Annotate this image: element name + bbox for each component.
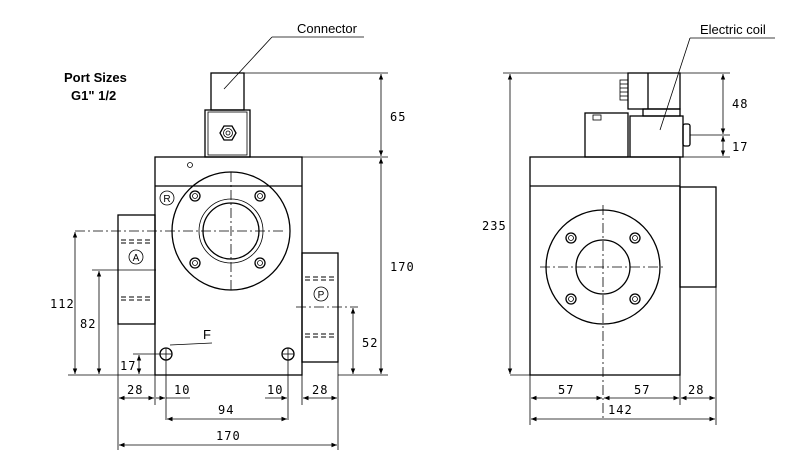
- dim-10-right: 10: [267, 383, 283, 397]
- dim-142: 142: [608, 403, 633, 417]
- electric-coil: [629, 115, 684, 158]
- port-sizes-title: Port Sizes: [64, 70, 127, 85]
- port-sizes-value: G1" 1/2: [71, 88, 116, 103]
- port-a-marker: [128, 249, 144, 265]
- side-view-dimensions: 48 17 235 57 57 28 142: [482, 72, 748, 425]
- coil-nut: [682, 123, 691, 147]
- port-p-marker: [313, 286, 329, 302]
- dim-28-right: 28: [312, 383, 328, 397]
- port-a-label: A: [133, 253, 140, 264]
- dim-112: 112: [50, 297, 75, 311]
- dim-57-left: 57: [558, 383, 574, 397]
- port-a-block: [117, 214, 156, 325]
- dim-94: 94: [218, 403, 234, 417]
- dim-28-left: 28: [127, 383, 143, 397]
- dim-10-left: 10: [174, 383, 190, 397]
- side-view: [529, 72, 717, 420]
- dim-235: 235: [482, 219, 507, 233]
- dim-57-right: 57: [634, 383, 650, 397]
- knurled-screw-icon: [619, 79, 629, 101]
- dim-65: 65: [390, 110, 406, 124]
- dim-170-vertical: 170: [390, 260, 415, 274]
- electric-coil-label: Electric coil: [700, 22, 766, 37]
- front-view: R A P F: [75, 72, 339, 376]
- port-p-block: [301, 252, 339, 363]
- connector-label: Connector: [297, 21, 358, 36]
- dim-52: 52: [362, 336, 378, 350]
- front-view-dimensions: 65 170 112 82 17 52 28 10 10 28 94 170: [50, 72, 415, 450]
- port-r-marker: [159, 190, 175, 206]
- coil-connector: [627, 72, 681, 110]
- dim-28-side: 28: [688, 383, 704, 397]
- dim-82: 82: [80, 317, 96, 331]
- dim-170-horizontal: 170: [216, 429, 241, 443]
- dim-17-side: 17: [732, 140, 748, 154]
- drain-f-label: F: [203, 327, 211, 342]
- port-r-label: R: [163, 194, 170, 205]
- cable-gland-icon: [219, 125, 237, 141]
- dim-48: 48: [732, 97, 748, 111]
- port-p-label: P: [318, 290, 325, 301]
- vent-hole: [187, 162, 193, 168]
- connector-housing: [210, 72, 245, 111]
- valve-body: [154, 156, 303, 376]
- valve-body-side: [529, 156, 681, 376]
- side-block: [679, 186, 717, 288]
- dim-17-front: 17: [120, 359, 136, 373]
- solenoid-tube: [584, 112, 629, 158]
